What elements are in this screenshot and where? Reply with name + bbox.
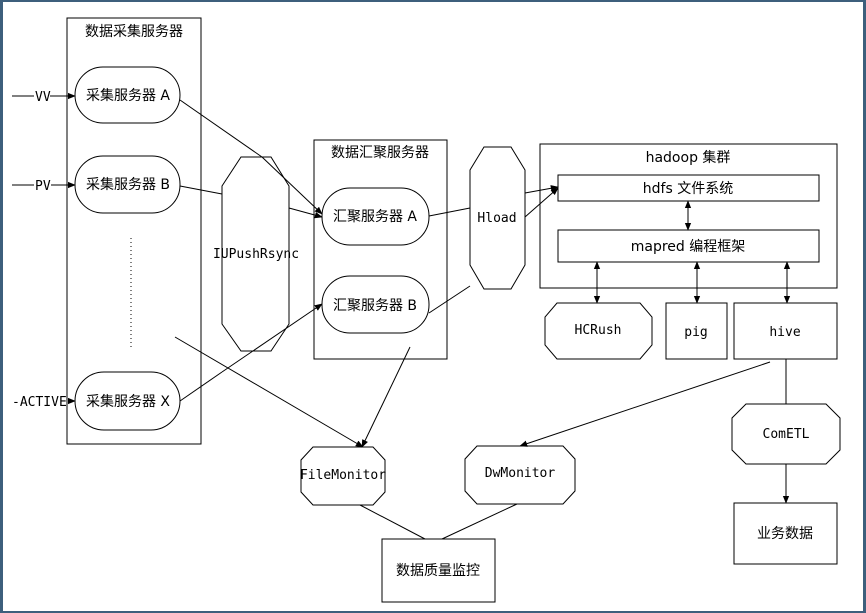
hdfs-label: hdfs 文件系统 — [643, 181, 733, 197]
collect-x-to-rsync — [179, 371, 223, 402]
dw-monitor-label: DwMonitor — [485, 466, 556, 481]
collect-server-a-label: 采集服务器 A — [86, 87, 170, 104]
collect-group-title: 数据采集服务器 — [85, 23, 183, 40]
file-monitor-to-quality — [359, 504, 426, 540]
hdfs-box — [557, 174, 820, 202]
hload-node — [469, 146, 526, 290]
hcrush-node — [544, 302, 653, 360]
input-pv-label: PV — [35, 179, 51, 194]
file-monitor-label: FileMonitor — [300, 468, 386, 483]
input-vv-label: VV — [35, 90, 51, 105]
aggregate-to-file-monitor — [361, 346, 411, 448]
hcrush-label: HCRush — [575, 323, 622, 338]
quality-monitor-box — [381, 538, 496, 603]
quality-monitor-label: 数据质量监控 — [396, 563, 480, 579]
collect-server-b-label: 采集服务器 B — [86, 176, 170, 193]
aggregate-b-to-hload — [428, 285, 471, 314]
hive-label: hive — [769, 325, 800, 340]
aggregate-group-title: 数据汇聚服务器 — [331, 145, 429, 161]
hive-box — [733, 302, 838, 360]
rsync-label: IUPushRsync — [213, 247, 299, 262]
hadoop-cluster-title: hadoop 集群 — [646, 149, 731, 166]
dw-monitor-node — [464, 445, 576, 505]
rsync-to-aggregate-a-1 — [261, 156, 323, 215]
collect-server-x-label: 采集服务器 X — [86, 393, 170, 410]
input-active-label: -ACTIVE — [12, 395, 67, 410]
aggregate-server-b-label: 汇聚服务器 B — [333, 298, 417, 314]
collect-to-file-monitor — [174, 336, 364, 448]
business-data-label: 业务数据 — [757, 526, 813, 542]
mapred-box — [557, 229, 820, 263]
aggregate-server-a-label: 汇聚服务器 A — [333, 209, 417, 225]
pig-label: pig — [684, 325, 707, 340]
collect-b-to-rsync — [179, 185, 223, 195]
aggregate-a-to-hload — [428, 207, 471, 217]
cometl-node — [731, 403, 841, 465]
pig-box — [665, 302, 728, 360]
collect-a-to-rsync — [179, 99, 263, 158]
file-monitor-node — [300, 446, 386, 506]
hload-to-hdfs-2 — [524, 187, 559, 218]
cometl-label: ComETL — [763, 427, 810, 442]
hive-to-dw-monitor — [519, 361, 771, 447]
rsync-to-aggregate-a-2 — [288, 207, 323, 219]
hload-label: Hload — [477, 211, 516, 226]
dw-monitor-to-quality — [441, 503, 518, 540]
business-data-box — [733, 502, 838, 565]
rsync-node — [221, 156, 290, 352]
mapred-label: mapred 编程框架 — [631, 239, 746, 255]
rsync-to-aggregate-b — [221, 303, 323, 373]
